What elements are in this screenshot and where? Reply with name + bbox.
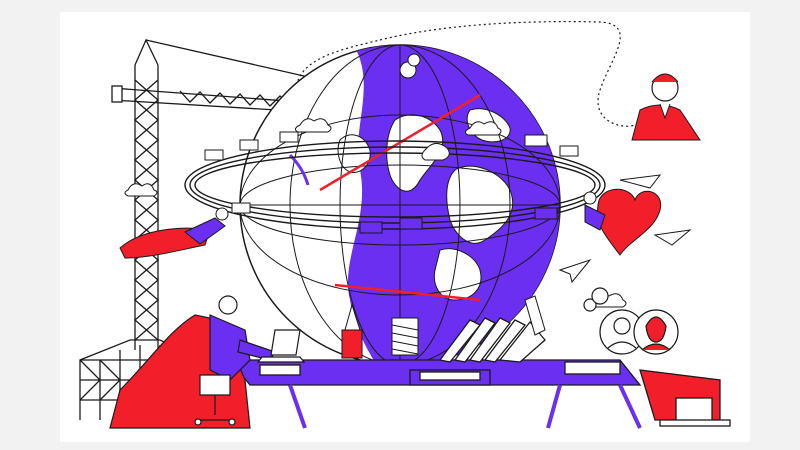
heart-hero-icon <box>583 174 692 256</box>
orbit-ring-icon <box>184 140 606 230</box>
seated-hero-icon <box>109 295 276 429</box>
flying-hero-icon <box>119 207 229 259</box>
paper-plane-icon <box>558 258 592 284</box>
raised-arms <box>341 295 546 359</box>
desk-icon <box>228 317 731 429</box>
screw-icon <box>391 317 419 356</box>
laptop-icon <box>256 329 306 363</box>
portrait-icon <box>631 73 701 141</box>
truck-icon <box>204 131 579 234</box>
avatar-bubbles <box>583 287 679 355</box>
cloud-icon <box>124 53 627 308</box>
